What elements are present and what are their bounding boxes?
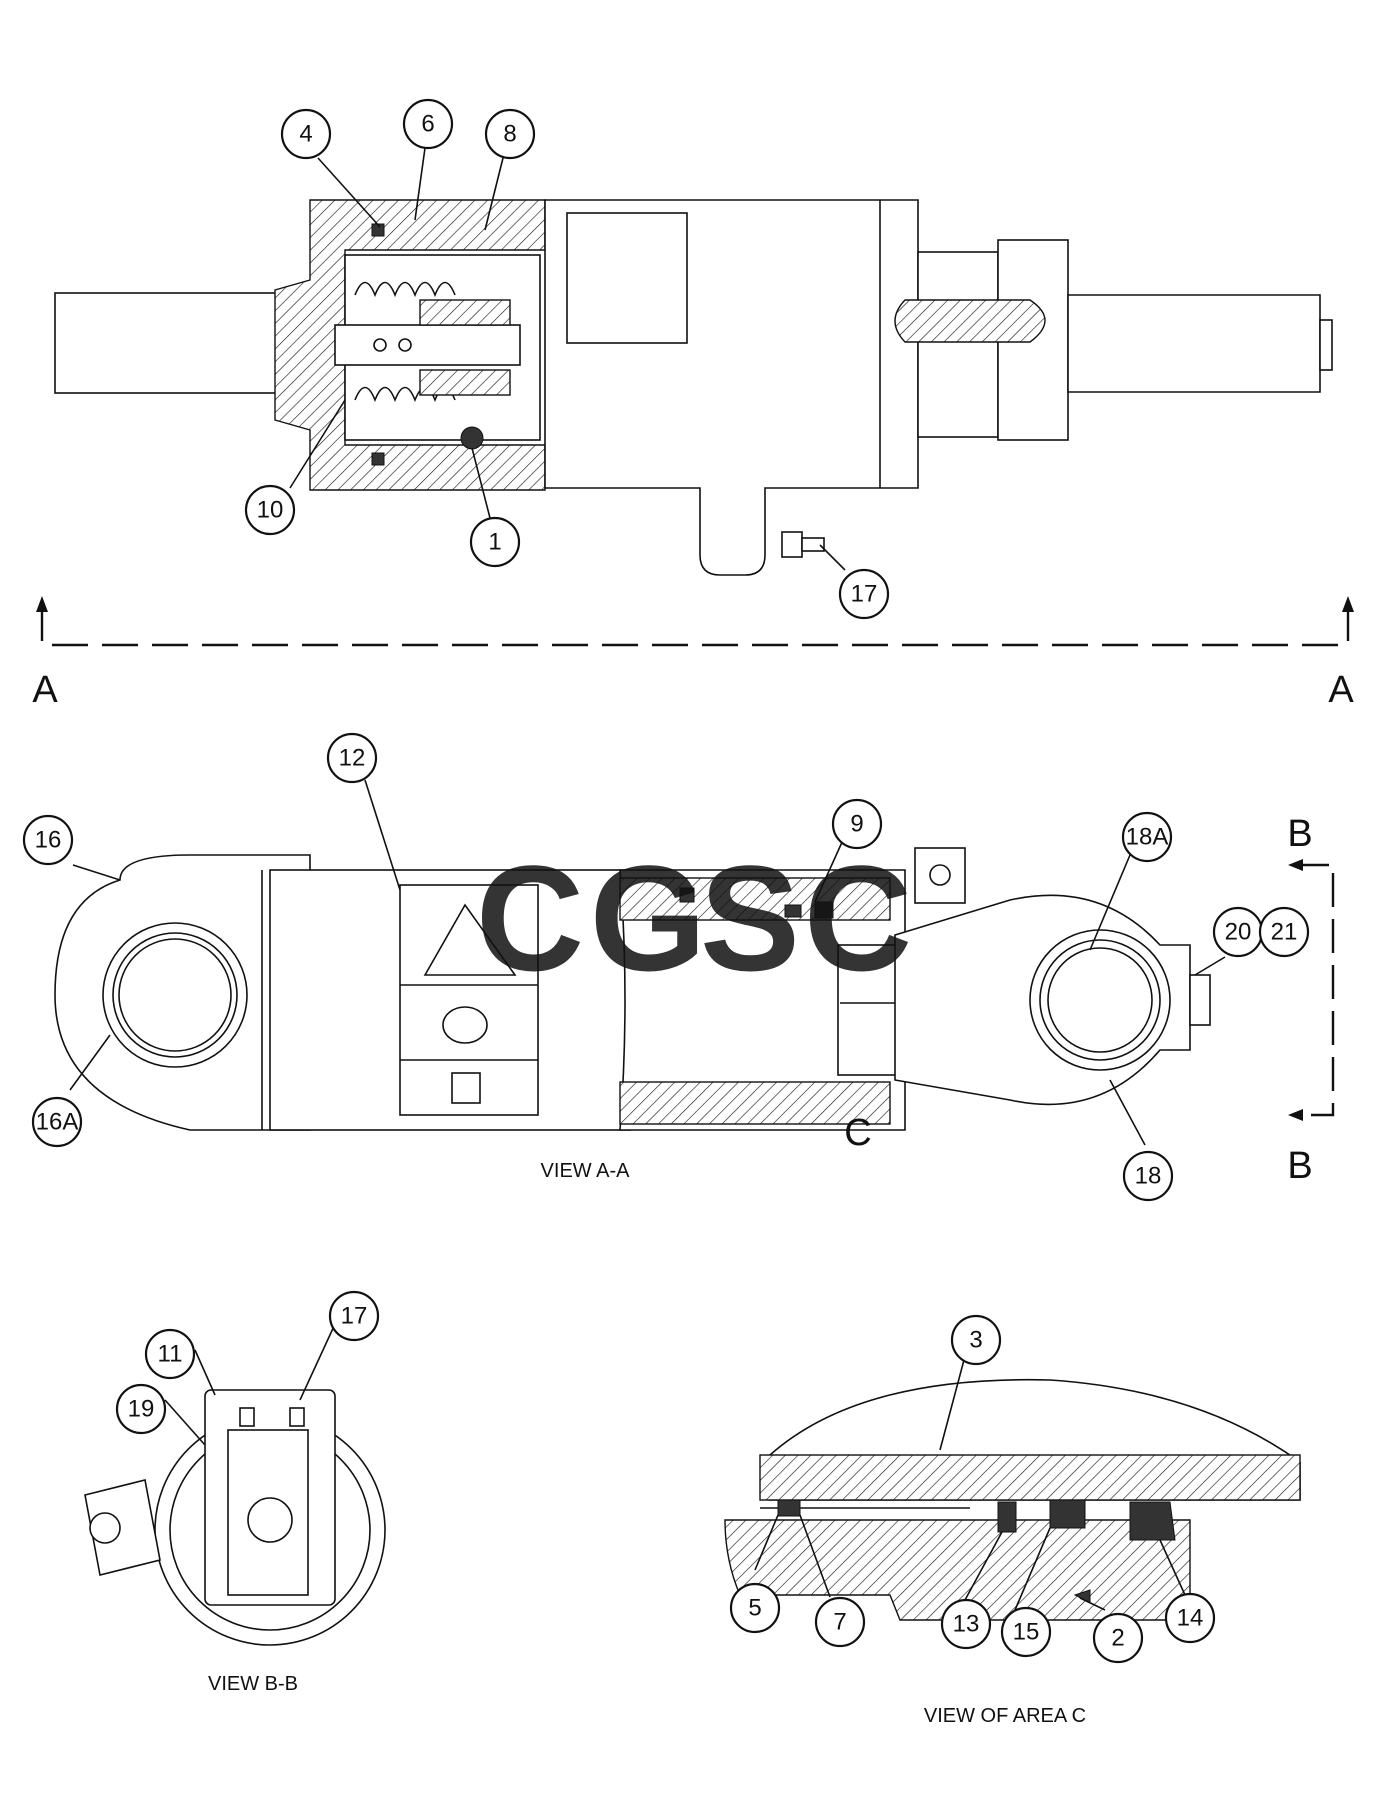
pressure-icon [442,1006,488,1044]
callout-1: 1 [469,516,521,568]
callout-21: 21 [1258,906,1310,958]
section-letter-b-top: B [1287,813,1312,855]
callout-16a: 16A [31,1096,83,1148]
callout-18a: 18A [1121,811,1173,863]
section-letter-a-left: A [32,669,58,711]
svg-text:9: 9 [850,811,863,838]
warning-triangle-icon [423,903,517,976]
callout-20: 20 [1212,906,1264,958]
svg-text:19: 19 [128,1396,155,1423]
right-rod [1067,294,1321,393]
warning-decal [399,884,539,1116]
spring-coils [354,281,456,403]
svg-text:5: 5 [748,1595,761,1622]
svg-text:16A: 16A [36,1109,79,1136]
callout-3: 3 [950,1314,1002,1366]
callout-19: 19 [115,1383,167,1435]
svg-text:13: 13 [953,1611,980,1638]
svg-text:12: 12 [339,745,366,772]
watermark-letter-3: S [700,834,800,1002]
watermark-letter-2: G [590,834,707,1002]
clevis-pin [894,299,1046,343]
hex-fitting-icon [929,864,951,886]
leader-lines [69,147,1226,1611]
view-of-area-c [724,1378,1301,1621]
svg-text:7: 7 [833,1609,846,1636]
svg-text:20: 20 [1225,919,1252,946]
c-gland-body [724,1519,1191,1621]
svg-text:2: 2 [1111,1625,1124,1652]
callout-6: 6 [402,98,454,150]
svg-text:1: 1 [488,529,501,556]
grease-fitting [781,531,803,558]
callout-5: 5 [729,1582,781,1634]
svg-text:21: 21 [1271,919,1298,946]
callout-17-bb: 17 [328,1290,380,1342]
section-line-a-a: A A [32,596,1354,711]
callout-10: 10 [244,484,296,536]
manual-icon [451,1072,481,1104]
caption-view-b-b: VIEW B-B [208,1673,298,1695]
view-b-b [84,1389,386,1646]
callout-12: 12 [326,732,378,784]
svg-text:17: 17 [851,581,878,608]
callout-15: 15 [1000,1606,1052,1658]
callout-14: 14 [1164,1592,1216,1644]
caption-view-a-a: VIEW A-A [541,1160,631,1182]
top-cylinder-section-view [54,199,1333,576]
caption-view-area-c: VIEW OF AREA C [924,1705,1086,1727]
svg-text:18A: 18A [1126,824,1169,851]
watermark-letter-4: C [804,834,912,1002]
svg-text:4: 4 [299,121,312,148]
svg-text:8: 8 [503,121,516,148]
callout-17-top: 17 [838,568,890,620]
cgsc-watermark: C G S C [476,834,912,1002]
callout-8: 8 [484,108,536,160]
callout-2: 2 [1092,1612,1144,1664]
callout-18: 18 [1122,1150,1174,1202]
bb-hex-nut-icon [89,1512,121,1544]
callout-11: 11 [144,1328,196,1380]
callout-4: 4 [280,108,332,160]
section-line-b-b: B B [1287,813,1335,1187]
section-letter-b-bottom: B [1287,1145,1312,1187]
section-letter-c: C [844,1112,871,1154]
callout-13: 13 [940,1598,992,1650]
callout-9: 9 [831,798,883,850]
svg-text:14: 14 [1177,1605,1204,1632]
svg-text:6: 6 [421,111,434,138]
svg-text:11: 11 [158,1341,183,1368]
view-a-a-cylinder: C [54,847,1211,1154]
section-letter-a-right: A [1328,669,1354,711]
pin-item-1 [460,426,484,450]
callout-7: 7 [814,1596,866,1648]
watermark-letter-1: C [476,834,584,1002]
svg-text:10: 10 [257,497,284,524]
left-rod [54,292,281,394]
body-window [566,212,688,344]
svg-text:15: 15 [1013,1619,1040,1646]
svg-text:17: 17 [341,1303,368,1330]
valve-spool [334,324,521,366]
svg-text:18: 18 [1135,1163,1162,1190]
svg-text:3: 3 [969,1327,982,1354]
c-barrel-wall [759,1454,1301,1501]
svg-text:16: 16 [35,827,62,854]
upper-gland-section [619,877,891,921]
lower-gland-section [619,1081,891,1125]
callout-16: 16 [22,814,74,866]
